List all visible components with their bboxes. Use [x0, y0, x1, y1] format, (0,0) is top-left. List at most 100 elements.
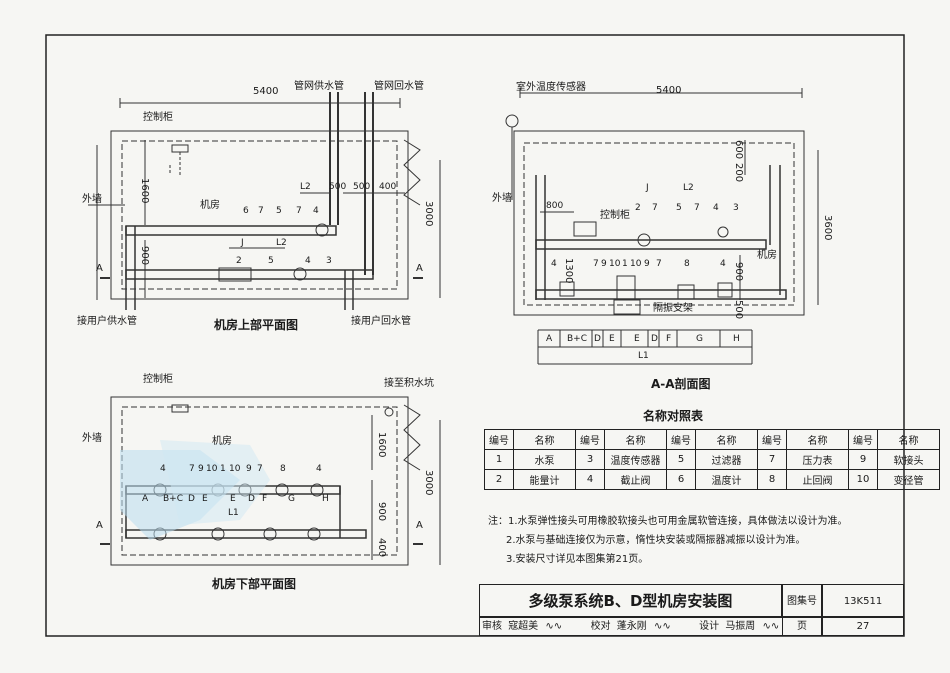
lower-num-4a: 4: [160, 464, 166, 474]
upper-plan-title: 机房上部平面图: [214, 318, 299, 332]
legend-cell: 止回阀: [786, 469, 849, 490]
lower-num-9a: 9: [198, 464, 204, 474]
legend-cell: 软接头: [877, 449, 940, 470]
section-num-1: 1: [622, 259, 628, 269]
legend-cell: 6: [666, 469, 696, 490]
legend-cell: 压力表: [786, 449, 849, 470]
legend-cell: 10: [848, 469, 878, 490]
legend-cell: 变径管: [877, 469, 940, 490]
lower-section-a-right: A: [416, 520, 423, 531]
upper-num-6: 6: [243, 206, 249, 216]
legend-cell: 温度传感器: [604, 449, 667, 470]
section-dim-5400: 5400: [656, 85, 682, 96]
section-num-4l: 4: [551, 259, 557, 269]
legend-cell: 能量计: [513, 469, 576, 490]
section-dim-200: 200: [733, 163, 744, 183]
upper-plan: [88, 92, 441, 310]
lower-grid-d2: D: [248, 494, 255, 504]
lower-num-4b: 4: [316, 464, 322, 474]
upper-dim-l2b: L2: [276, 238, 287, 248]
section-num-10a: 10: [609, 259, 621, 269]
legend-cell: 4: [575, 469, 605, 490]
legend-cell: 2: [484, 469, 514, 490]
lower-l1: L1: [228, 508, 239, 518]
upper-num-5: 5: [276, 206, 282, 216]
section-grid-e1: E: [609, 334, 615, 344]
lower-control-cabinet: 控制柜: [143, 374, 173, 385]
legend-h7: 名称: [786, 429, 849, 450]
legend-cell: 8: [757, 469, 787, 490]
legend-h2: 编号: [575, 429, 605, 450]
sheet-border: [45, 34, 905, 637]
section-num-7c: 7: [593, 259, 599, 269]
legend-cell: 5: [666, 449, 696, 470]
supply-pipe-label: 管网供水管: [294, 81, 344, 92]
checker-signature: ∿∿: [653, 621, 671, 632]
section-num-9b: 9: [644, 259, 650, 269]
notes-block: 注：1.水泵弹性接头可用橡胶软接头也可用金属软管连接，具体做法以设计为准。 2.…: [488, 512, 848, 569]
section-num-7b: 7: [694, 203, 700, 213]
lower-dim-3000: 3000: [423, 470, 434, 496]
section-num-3: 3: [733, 203, 739, 213]
upper-dim-900: 900: [139, 246, 150, 266]
upper-dim-5400: 5400: [253, 86, 279, 97]
isolator-label: 隔振支架: [653, 303, 693, 314]
lower-dim-900: 900: [376, 502, 387, 522]
lower-room-label: 机房: [212, 436, 232, 447]
section-num-7d: 7: [656, 259, 662, 269]
atlas-number: 13K511: [822, 584, 904, 617]
lower-room-outline: [110, 396, 409, 566]
atlas-label: 图集号: [782, 584, 822, 617]
legend-cell: 过滤器: [695, 449, 758, 470]
section-room-label: 机房: [757, 250, 777, 261]
section-dim-l2: L2: [683, 183, 694, 193]
lower-num-8: 8: [280, 464, 286, 474]
section-grid-e2: E: [634, 334, 640, 344]
outdoor-sensor: [505, 114, 519, 128]
lower-grid-h: H: [322, 494, 329, 504]
legend-table: 编号 名称 编号 名称 编号 名称 编号 名称 编号 名称 1 水泵 3 温度传…: [484, 429, 940, 490]
signature-row: 审核 寇超美 ∿∿ 校对 蓬永刚 ∿∿ 设计 马振周 ∿∿: [479, 617, 904, 636]
upper-num-2: 2: [236, 256, 242, 266]
lower-grid-d1: D: [188, 494, 195, 504]
section-grid-g: G: [696, 334, 703, 344]
upper-section-a-right: A: [416, 263, 423, 274]
lower-dim-1600: 1600: [376, 432, 387, 458]
reviewer-signature: ∿∿: [545, 621, 563, 632]
legend-header-row: 编号 名称 编号 名称 编号 名称 编号 名称 编号 名称: [484, 429, 940, 450]
section-grid-a: A: [546, 334, 553, 344]
section-num-4r: 4: [720, 259, 726, 269]
upper-room-outline: [110, 130, 409, 300]
drawing-title: 多级泵系统B、D型机房安装图: [479, 584, 782, 617]
user-return-label: 接用户回水管: [351, 316, 411, 327]
section-grid-h: H: [733, 334, 740, 344]
review-label: 审核: [482, 621, 502, 632]
user-supply-label: 接用户供水管: [77, 316, 137, 327]
upper-dim-400: 400: [379, 182, 397, 192]
section-num-9a: 9: [601, 259, 607, 269]
lower-num-10b: 10: [229, 464, 241, 474]
legend-row: 2 能量计 4 截止阀 6 温度计 8 止回阀 10 变径管: [484, 469, 940, 490]
upper-num-3: 3: [326, 256, 332, 266]
legend-h1: 名称: [513, 429, 576, 450]
section-dim-3600: 3600: [822, 215, 833, 241]
section-dim-800: 800: [546, 201, 564, 211]
legend-cell: 9: [848, 449, 878, 470]
page-label: 页: [782, 617, 822, 636]
section-control-cabinet: 控制柜: [600, 210, 630, 221]
section-num-7a: 7: [652, 203, 658, 213]
section-num-5: 5: [676, 203, 682, 213]
upper-num-4b: 4: [305, 256, 311, 266]
reviewer-name: 寇超美: [508, 621, 539, 632]
note-3: 3.安装尺寸详见本图集第21页。: [506, 554, 649, 565]
lower-num-7b: 7: [257, 464, 263, 474]
upper-num-4: 4: [313, 206, 319, 216]
section-num-10b: 10: [630, 259, 642, 269]
legend-h8: 编号: [848, 429, 878, 450]
lower-plan-title: 机房下部平面图: [212, 577, 297, 591]
section-dim-500: 500: [733, 300, 744, 320]
section-grid-d2: D: [651, 334, 658, 344]
note-1: 注：1.水泵弹性接头可用橡胶软接头也可用金属软管连接，具体做法以设计为准。: [488, 516, 848, 527]
title-block: 多级泵系统B、D型机房安装图 图集号 13K511 审核 寇超美 ∿∿ 校对 蓬…: [479, 584, 904, 636]
section-outer-wall: 外墙: [492, 193, 512, 204]
